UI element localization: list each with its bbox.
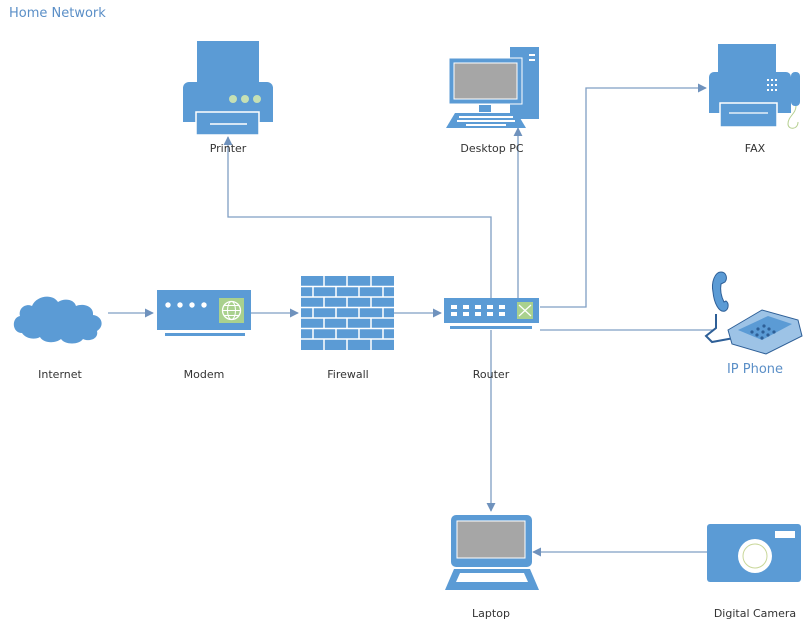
- firewall-icon[interactable]: [301, 276, 394, 350]
- camera-icon[interactable]: [707, 524, 801, 582]
- connector-router-fax: [540, 83, 707, 308]
- firewall-label: Firewall: [327, 368, 369, 381]
- printer-icon[interactable]: [183, 41, 273, 136]
- printer-label: Printer: [209, 142, 247, 155]
- laptop-label: Laptop: [472, 607, 510, 620]
- internet-label: Internet: [38, 368, 82, 381]
- digital-camera-label: Digital Camera: [713, 607, 797, 620]
- fax-icon[interactable]: [709, 44, 800, 129]
- ip-phone-label: IP Phone: [726, 362, 784, 377]
- diagram-title: Home Network: [9, 6, 106, 21]
- router-label: Router: [472, 368, 510, 381]
- laptop-icon[interactable]: [445, 515, 539, 590]
- fax-label: FAX: [744, 142, 766, 155]
- ip-phone-icon[interactable]: [704, 271, 803, 355]
- router-icon[interactable]: [444, 298, 539, 329]
- connector-router-printer: [223, 136, 492, 300]
- desktop-pc-icon[interactable]: [446, 47, 539, 128]
- cloud-icon[interactable]: [13, 296, 102, 344]
- desktop-pc-label: Desktop PC: [460, 142, 524, 155]
- modem-label: Modem: [183, 368, 225, 381]
- modem-icon[interactable]: [157, 290, 251, 336]
